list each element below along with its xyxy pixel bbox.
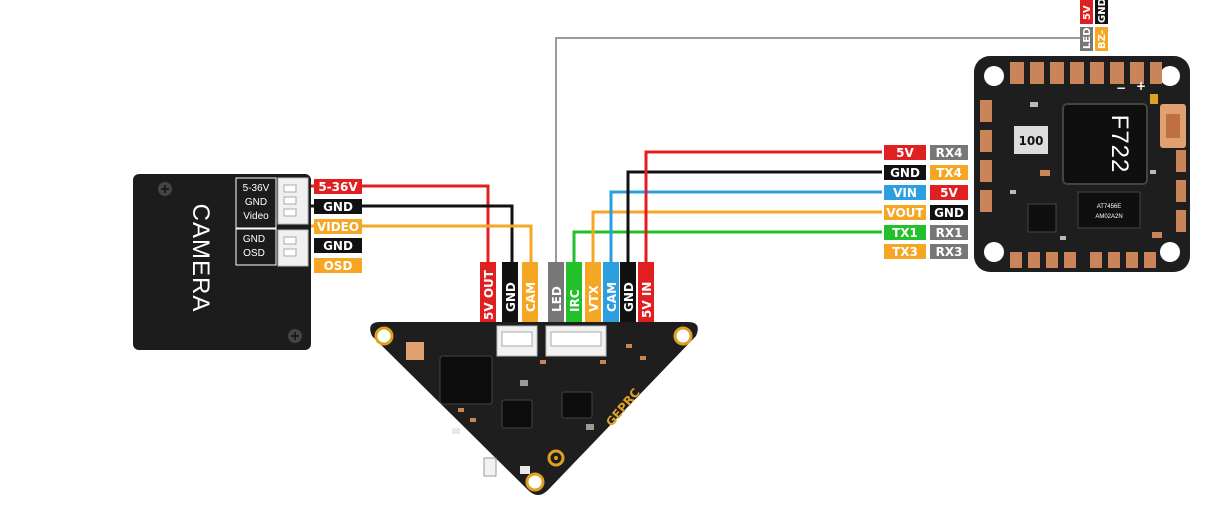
fc-label-vout: VOUT	[886, 206, 924, 220]
label-osd: OSD	[324, 259, 353, 273]
fc-label-tx1: TX1	[892, 226, 918, 240]
mount-hole-icon	[1160, 242, 1180, 262]
camera-wire-labels: 5-36V GND VIDEO GND OSD	[314, 179, 362, 273]
wire-gnd-cam	[300, 204, 514, 268]
vtx-pin-5v-in: 5V IN	[640, 282, 654, 318]
vtx-pin-vtx: VTX	[587, 285, 601, 312]
camera-module: 5-36V GND Video GND OSD CAMERA	[133, 174, 311, 350]
fc-label-5v-right: 5V	[940, 186, 958, 200]
camera-pin-5v: 5-36V	[243, 183, 270, 194]
camera-pin-osd: OSD	[243, 248, 265, 259]
vtx-pin-led: LED	[550, 286, 564, 312]
mount-hole-icon	[1160, 66, 1180, 86]
label-video: VIDEO	[317, 220, 359, 234]
wire-cam	[609, 190, 882, 268]
fc-top-gnd: GND	[1097, 0, 1108, 23]
fc-chip2-line1: AT7456E	[1097, 204, 1122, 210]
wire-video	[300, 224, 533, 268]
label-gnd: GND	[323, 200, 353, 214]
wire-gnd-in	[626, 170, 882, 268]
vtx-pin-gnd: GND	[504, 282, 518, 312]
fc-label-gnd: GND	[890, 166, 920, 180]
mount-hole-icon	[673, 326, 693, 346]
wire-5v-in	[644, 150, 882, 268]
fc-top-5v: 5V	[1082, 5, 1093, 20]
wires	[300, 37, 1091, 268]
vtx-pin-cam2: CAM	[605, 282, 619, 312]
vtx-board: GEPRC	[370, 322, 698, 495]
vtx-pin-5v-out: 5V OUT	[482, 269, 496, 320]
vtx-pin-cam: CAM	[524, 282, 538, 312]
label-5-36v: 5-36V	[318, 180, 358, 194]
wire-5v-out	[300, 184, 490, 268]
fc-chip2-line2: AM02A2N	[1095, 214, 1122, 220]
fc-label-tx4: TX4	[936, 166, 962, 180]
wire-vtx	[591, 210, 882, 268]
fc-label-rx4: RX4	[936, 146, 963, 160]
vtx-pin-irc: IRC	[568, 289, 582, 312]
fc-row-labels: 5V GND VIN VOUT TX1 TX3 RX4 TX4 5V GND R…	[884, 145, 968, 259]
fc-top-bz: BZ-	[1097, 30, 1108, 49]
fc-label-tx3: TX3	[892, 245, 918, 259]
camera-pin-gnd: GND	[245, 197, 267, 208]
fc-label-5v: 5V	[896, 146, 914, 160]
vtx-pin-labels: 5V OUT GND CAM LED IRC VTX CAM GND 5V IN	[480, 262, 654, 324]
camera-title: CAMERA	[187, 204, 214, 313]
fc-label-gnd-right: GND	[934, 206, 964, 220]
mount-hole-icon	[984, 242, 1004, 262]
camera-pin-video: Video	[243, 211, 269, 222]
mount-hole-icon	[525, 472, 545, 492]
wire-irc	[572, 230, 882, 268]
fc-label-rx1: RX1	[936, 226, 963, 240]
mount-hole-icon	[374, 326, 394, 346]
camera-pin-gnd2: GND	[243, 234, 265, 245]
label-gnd-osd: GND	[323, 239, 353, 253]
fc-top-labels: 5V GND LED BZ-	[1080, 0, 1108, 51]
fc-label-rx3: RX3	[936, 245, 963, 259]
fc-chip-label: F722	[1106, 115, 1133, 174]
fc-badge: 100	[1018, 134, 1043, 148]
flight-controller: − + F722 100 AT7456E AM02A2N	[974, 56, 1190, 272]
fc-top-led: LED	[1082, 27, 1093, 49]
fc-label-vin: VIN	[893, 186, 917, 200]
vtx-pin-gnd2: GND	[622, 282, 636, 312]
mount-hole-icon	[984, 66, 1004, 86]
fc-plus: +	[1136, 79, 1146, 93]
fc-minus: −	[1116, 81, 1126, 95]
